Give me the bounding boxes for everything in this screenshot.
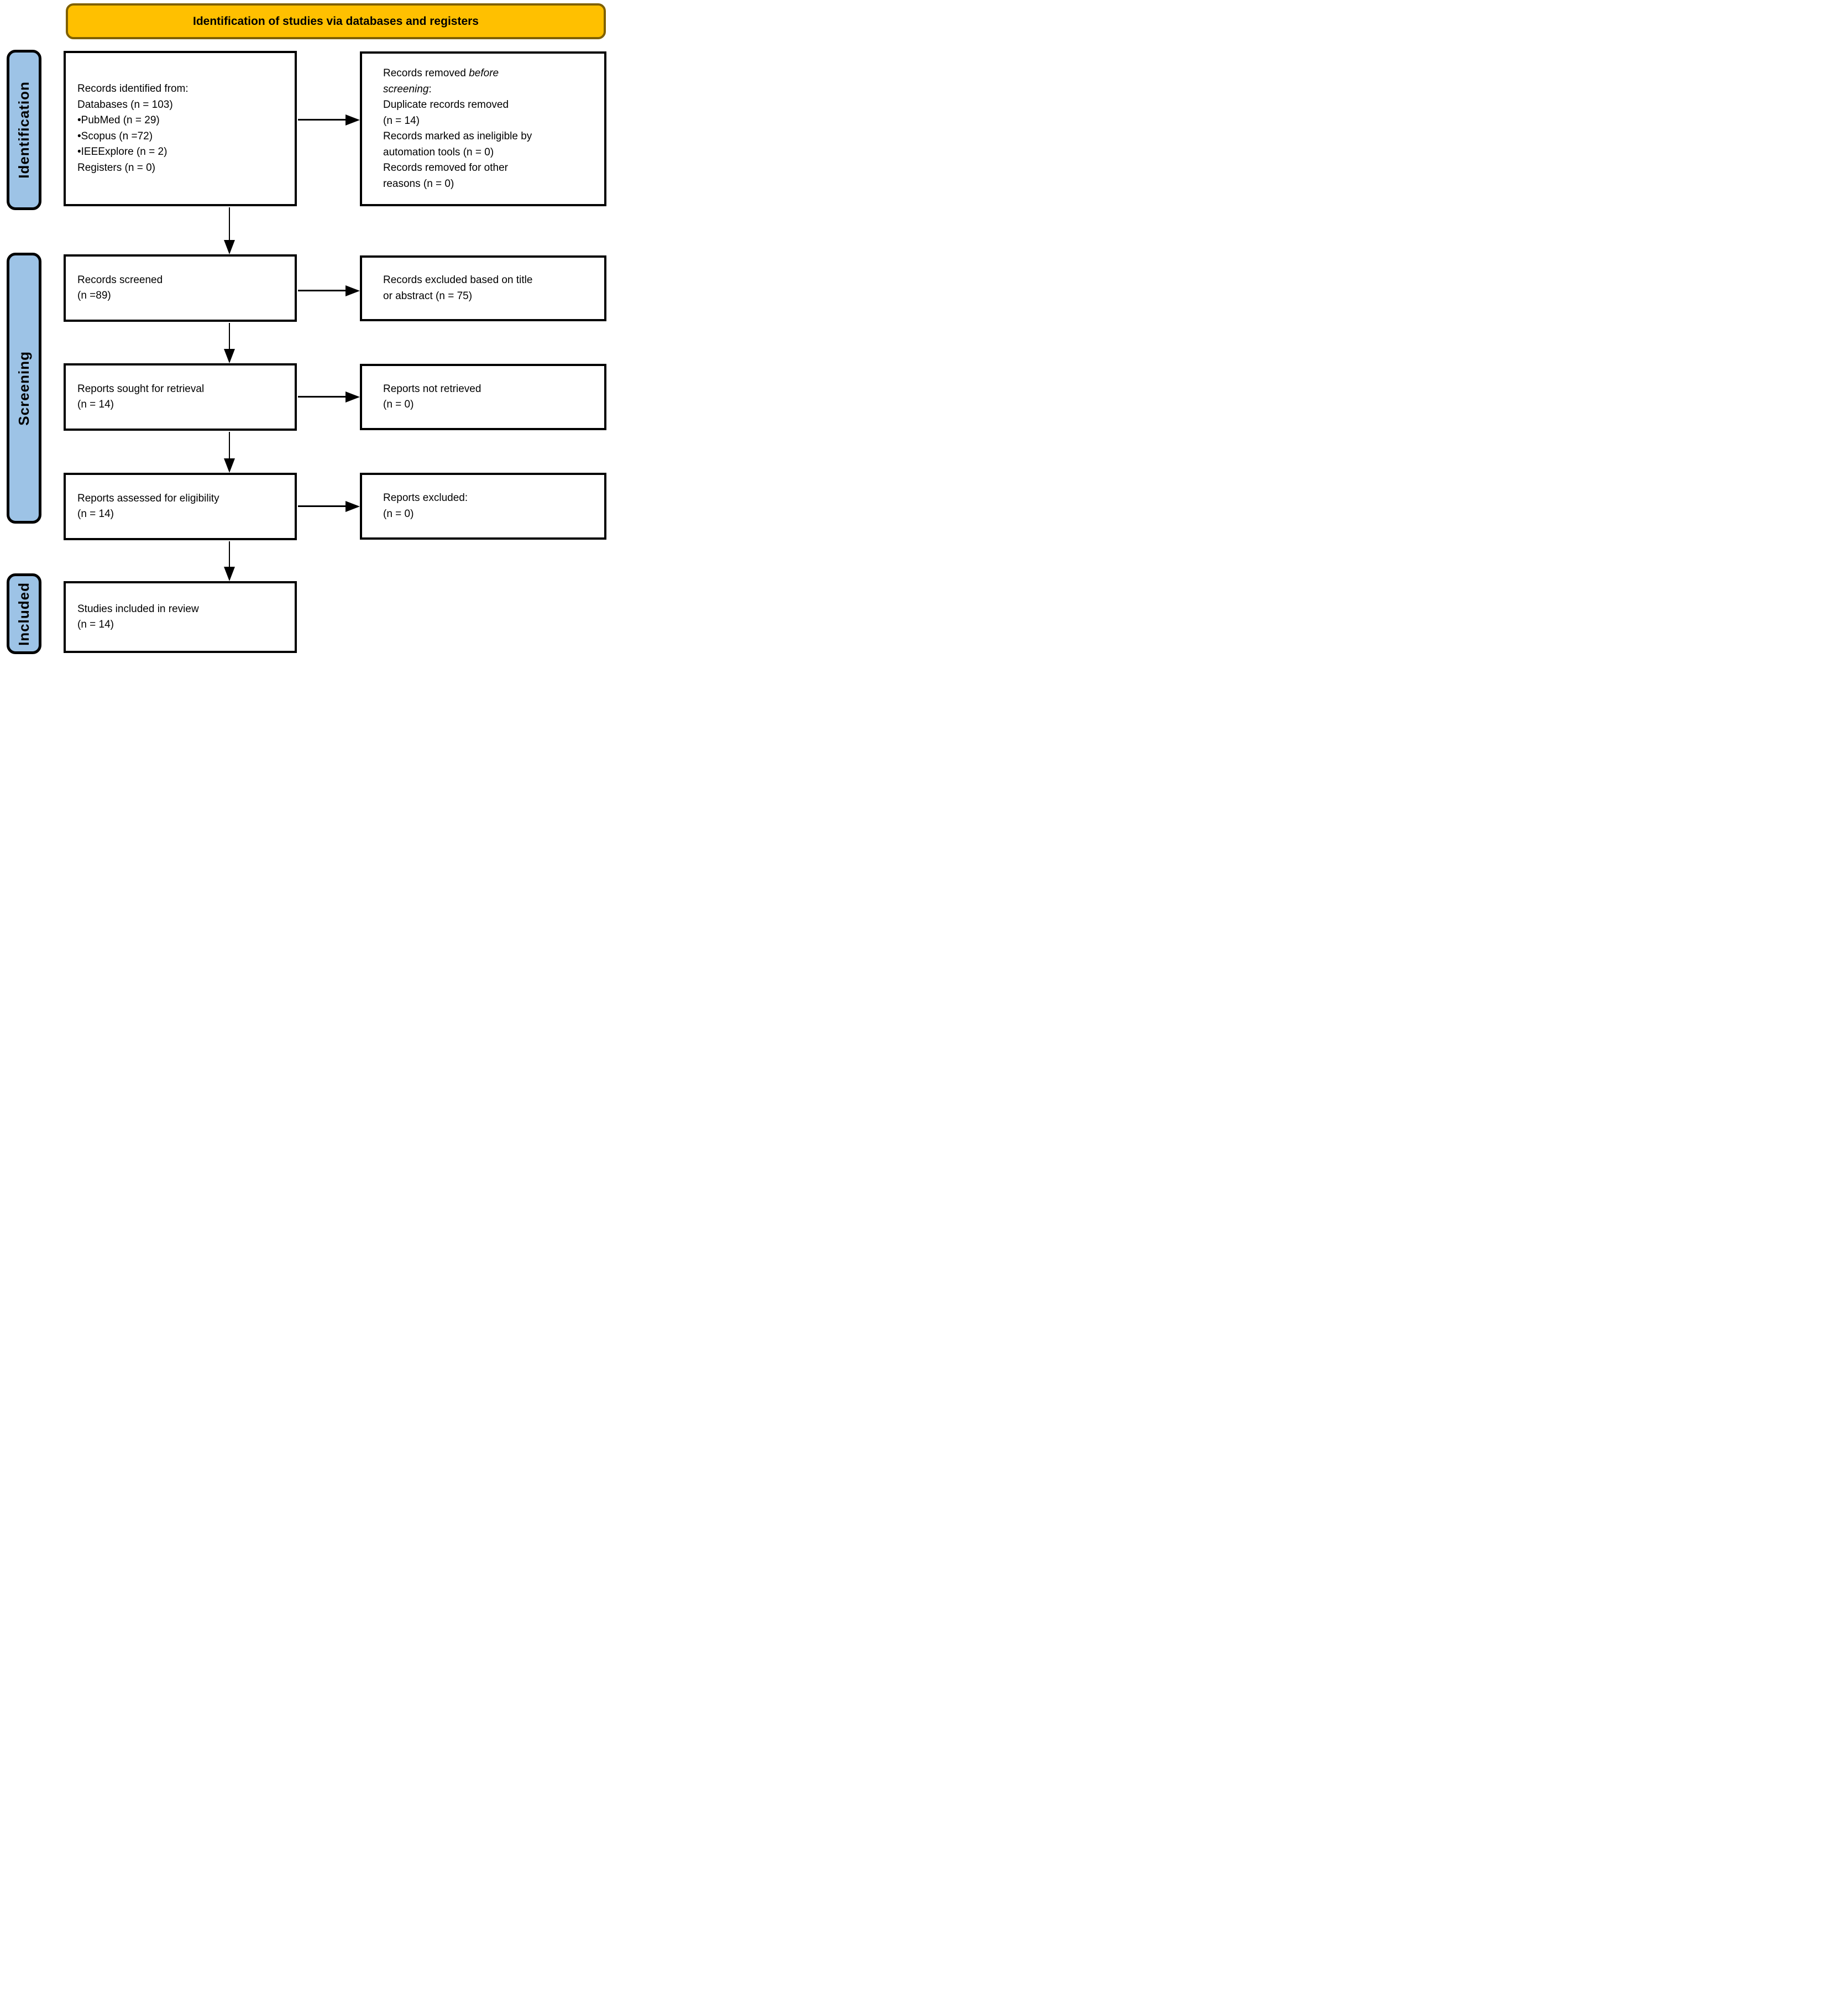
box-reports-not-retrieved: Reports not retrieved (n = 0) xyxy=(360,364,606,430)
box-records-identified: Records identified from: Databases (n = … xyxy=(64,51,297,206)
box-reports-excluded-text: Reports excluded: (n = 0) xyxy=(383,492,468,520)
arrow-right-icon xyxy=(345,114,360,126)
box-records-screened: Records screened (n =89) xyxy=(64,254,297,322)
stage-label-included-text: Included xyxy=(15,582,32,646)
records-removed-suffix: : Duplicate records removed (n = 14) Rec… xyxy=(383,83,532,190)
box-reports-excluded: Reports excluded: (n = 0) xyxy=(360,473,606,540)
box-records-screened-text: Records screened (n =89) xyxy=(77,274,163,302)
stage-label-identification-text: Identification xyxy=(15,81,32,179)
box-studies-included: Studies included in review (n = 14) xyxy=(64,581,297,653)
box-reports-assessed: Reports assessed for eligibility (n = 14… xyxy=(64,473,297,540)
box-records-excluded-text: Records excluded based on title or abstr… xyxy=(383,274,533,302)
diagram-title-banner: Identification of studies via databases … xyxy=(66,3,606,39)
arrow-line xyxy=(298,505,345,507)
arrow-line xyxy=(229,541,230,567)
box-reports-sought: Reports sought for retrieval (n = 14) xyxy=(64,363,297,431)
stage-label-identification: Identification xyxy=(7,50,41,210)
box-records-removed-text: Records removed before screening: Duplic… xyxy=(383,66,532,192)
arrow-down-icon xyxy=(224,567,235,581)
arrow-line xyxy=(229,432,230,458)
arrow-line xyxy=(229,323,230,349)
box-reports-sought-text: Reports sought for retrieval (n = 14) xyxy=(77,383,205,411)
records-removed-prefix: Records removed xyxy=(383,67,469,79)
arrow-down-icon xyxy=(224,349,235,363)
arrow-right-icon xyxy=(345,285,360,296)
arrow-line xyxy=(298,396,345,398)
box-reports-not-retrieved-text: Reports not retrieved (n = 0) xyxy=(383,383,481,411)
stage-label-included: Included xyxy=(7,573,41,654)
arrow-right-icon xyxy=(345,391,360,403)
records-removed-italic: before screening xyxy=(383,67,499,95)
diagram-title: Identification of studies via databases … xyxy=(193,14,479,28)
arrow-line xyxy=(298,119,345,121)
arrow-down-icon xyxy=(224,458,235,473)
box-reports-assessed-text: Reports assessed for eligibility (n = 14… xyxy=(77,492,219,520)
box-records-identified-text: Records identified from: Databases (n = … xyxy=(77,83,189,174)
arrow-line xyxy=(298,290,345,291)
prisma-flow-diagram: Identification of studies via databases … xyxy=(0,0,616,670)
box-studies-included-text: Studies included in review (n = 14) xyxy=(77,603,199,631)
arrow-line xyxy=(229,207,230,240)
box-records-excluded: Records excluded based on title or abstr… xyxy=(360,255,606,321)
stage-label-screening: Screening xyxy=(7,253,41,524)
stage-label-screening-text: Screening xyxy=(15,351,32,426)
box-records-removed: Records removed before screening: Duplic… xyxy=(360,51,606,206)
arrow-down-icon xyxy=(224,240,235,254)
arrow-right-icon xyxy=(345,501,360,512)
